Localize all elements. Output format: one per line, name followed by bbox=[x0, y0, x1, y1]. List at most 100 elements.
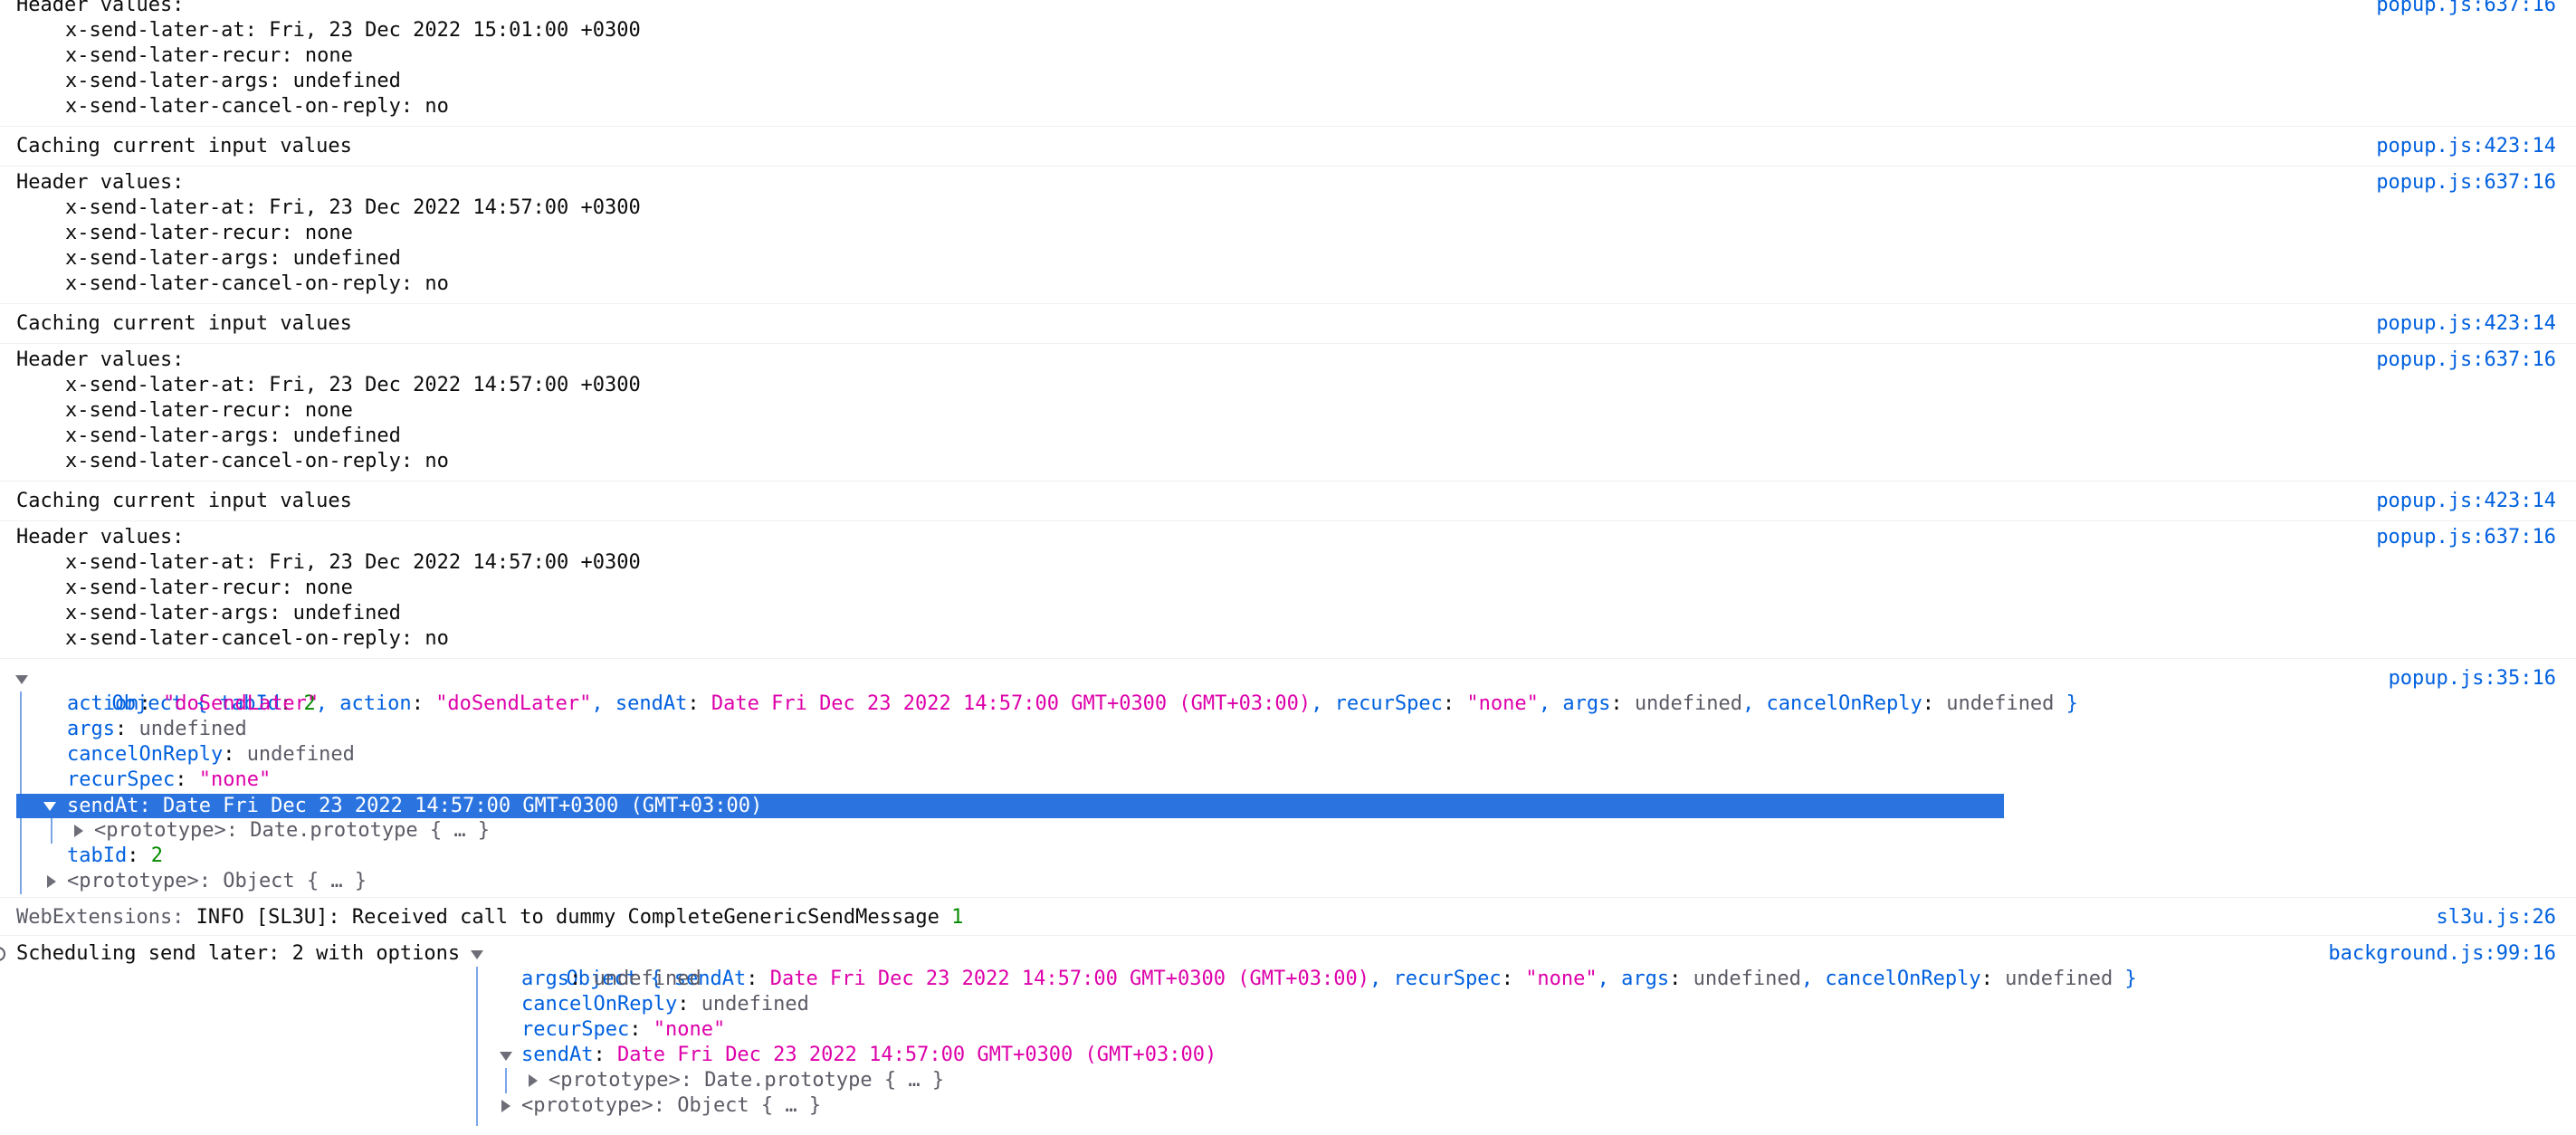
prop-key: tabId bbox=[219, 692, 280, 715]
header-recur: x-send-later-recur: none bbox=[65, 222, 353, 244]
prop-key: sendAt bbox=[615, 692, 688, 715]
prop-row[interactable]: args: undefined bbox=[67, 717, 247, 742]
message-prefix: WebExtensions: bbox=[16, 906, 185, 929]
prop-key: recurSpec bbox=[1334, 692, 1443, 715]
prop-value: Date.prototype { … } bbox=[250, 819, 491, 842]
expand-triangle-icon[interactable] bbox=[471, 950, 483, 959]
prop-key: recurSpec bbox=[67, 768, 176, 791]
comma: , bbox=[315, 692, 340, 715]
prop-row[interactable]: <prototype>: Date.prototype { … } bbox=[94, 818, 490, 844]
prop-row[interactable]: cancelOnReply: undefined bbox=[521, 992, 809, 1017]
collapsed-triangle-icon[interactable] bbox=[501, 1100, 510, 1112]
source-link[interactable]: popup.js:423:14 bbox=[2376, 312, 2556, 335]
source-link[interactable]: popup.js:423:14 bbox=[2376, 135, 2556, 157]
prop-key: args bbox=[67, 718, 115, 740]
comma: , bbox=[1800, 968, 1826, 990]
colon: : bbox=[223, 743, 247, 766]
source-link[interactable]: popup.js:637:16 bbox=[2376, 171, 2556, 194]
console-message: Caching current input values popup.js:42… bbox=[0, 482, 2576, 521]
colon: : bbox=[1980, 968, 2006, 990]
message-text: Scheduling send later: 2 with options bbox=[16, 942, 472, 965]
comma: , bbox=[591, 692, 615, 715]
prop-value: "none" bbox=[198, 768, 272, 791]
tree-guide bbox=[476, 967, 478, 1126]
info-icon bbox=[0, 947, 5, 961]
header-recur: x-send-later-recur: none bbox=[65, 44, 353, 67]
prop-row[interactable]: <prototype>: Object { … } bbox=[67, 869, 367, 894]
header-at: x-send-later-at: Fri, 23 Dec 2022 15:01:… bbox=[65, 19, 641, 42]
prop-row[interactable]: sendAt: Date Fri Dec 23 2022 14:57:00 GM… bbox=[521, 1043, 1216, 1068]
source-link[interactable]: sl3u.js:26 bbox=[2436, 906, 2556, 929]
prop-key: tabId bbox=[67, 844, 128, 867]
console-message: Caching current input values popup.js:42… bbox=[0, 304, 2576, 344]
source-link[interactable]: popup.js:423:14 bbox=[2376, 490, 2556, 512]
collapsed-triangle-icon[interactable] bbox=[74, 825, 83, 837]
prop-row[interactable]: cancelOnReply: undefined bbox=[67, 742, 355, 768]
prop-row[interactable]: args: undefined bbox=[521, 967, 701, 992]
prop-row[interactable]: tabId: 2 bbox=[67, 844, 163, 869]
colon: : bbox=[593, 1044, 617, 1066]
message-text: Caching current input values bbox=[16, 135, 352, 157]
collapsed-triangle-icon[interactable] bbox=[47, 875, 56, 888]
object-label: Object bbox=[111, 692, 184, 715]
prop-value: Date.prototype { … } bbox=[704, 1069, 945, 1092]
expand-triangle-icon[interactable] bbox=[15, 675, 28, 684]
tree-guide bbox=[51, 818, 52, 844]
brace-open: { bbox=[183, 692, 220, 715]
prop-value: undefined bbox=[246, 743, 355, 766]
console-message: Header values: x-send-later-at: Fri, 23 … bbox=[0, 167, 2576, 304]
message-text: Header values: bbox=[16, 348, 185, 371]
message-number: 1 bbox=[951, 906, 964, 929]
prop-row[interactable]: <prototype>: Object { … } bbox=[521, 1093, 821, 1119]
prop-value: Object { … } bbox=[223, 870, 367, 892]
source-link[interactable]: popup.js:637:16 bbox=[2376, 348, 2556, 371]
source-link[interactable]: background.js:99:16 bbox=[2328, 942, 2556, 965]
prop-row[interactable]: <prototype>: Date.prototype { … } bbox=[549, 1068, 944, 1093]
prop-key: args bbox=[1621, 968, 1670, 990]
prop-row[interactable]: recurSpec: "none" bbox=[521, 1017, 725, 1043]
expand-triangle-icon[interactable] bbox=[43, 802, 56, 811]
colon: : bbox=[198, 870, 224, 892]
prop-value: Date Fri Dec 23 2022 14:57:00 GMT+0300 (… bbox=[769, 968, 1369, 990]
colon: : bbox=[677, 993, 701, 1016]
prop-row[interactable]: recurSpec: "none" bbox=[67, 768, 271, 793]
prop-value: 2 bbox=[150, 844, 163, 867]
console-message: Header values: x-send-later-at: Fri, 23 … bbox=[0, 521, 2576, 659]
message-text: Header values: bbox=[16, 0, 185, 16]
prop-value: "doSendLater" bbox=[162, 692, 320, 715]
header-cancel: x-send-later-cancel-on-reply: no bbox=[65, 450, 449, 472]
source-link[interactable]: popup.js:637:16 bbox=[2376, 526, 2556, 548]
prop-key: cancelOnReply bbox=[1825, 968, 1981, 990]
colon: : bbox=[629, 1018, 654, 1041]
prop-value: Date Fri Dec 23 2022 14:57:00 GMT+0300 (… bbox=[616, 1044, 1217, 1066]
colon: : bbox=[175, 768, 199, 791]
header-at: x-send-later-at: Fri, 23 Dec 2022 14:57:… bbox=[65, 196, 641, 219]
prop-row[interactable]: action: "doSendLater" bbox=[67, 691, 319, 717]
prop-value: undefined bbox=[1693, 968, 1801, 990]
colon: : bbox=[138, 692, 163, 715]
collapsed-triangle-icon[interactable] bbox=[529, 1074, 538, 1087]
header-at: x-send-later-at: Fri, 23 Dec 2022 14:57:… bbox=[65, 551, 641, 574]
prop-key: cancelOnReply bbox=[521, 993, 678, 1016]
selected-prop-row[interactable]: sendAt: Date Fri Dec 23 2022 14:57:00 GM… bbox=[16, 794, 2004, 818]
brace-close: } bbox=[2113, 968, 2137, 990]
source-link[interactable]: popup.js:637:16 bbox=[2376, 0, 2556, 16]
header-cancel: x-send-later-cancel-on-reply: no bbox=[65, 272, 449, 295]
colon: : bbox=[1442, 692, 1467, 715]
header-args: x-send-later-args: undefined bbox=[65, 247, 401, 270]
object-summary[interactable]: Object { sendAt: Date Fri Dec 23 2022 14… bbox=[494, 941, 2136, 990]
expand-triangle-icon[interactable] bbox=[500, 1052, 512, 1061]
colon: : bbox=[279, 692, 304, 715]
prop-value: Date Fri Dec 23 2022 14:57:00 GMT+0300 (… bbox=[711, 692, 1312, 715]
comma: , bbox=[1369, 968, 1394, 990]
message-text: WebExtensions: INFO [SL3U]: Received cal… bbox=[16, 905, 963, 930]
prop-value: undefined bbox=[138, 718, 247, 740]
prop-value: "none" bbox=[1525, 968, 1598, 990]
object-summary[interactable]: Object { tabId: 2, action: "doSendLater"… bbox=[40, 666, 2077, 715]
header-cancel: x-send-later-cancel-on-reply: no bbox=[65, 95, 449, 118]
comma: , bbox=[1311, 692, 1335, 715]
colon: : bbox=[127, 844, 151, 867]
comma: , bbox=[1597, 968, 1622, 990]
source-link[interactable]: popup.js:35:16 bbox=[2388, 667, 2556, 690]
colon: : bbox=[411, 692, 436, 715]
